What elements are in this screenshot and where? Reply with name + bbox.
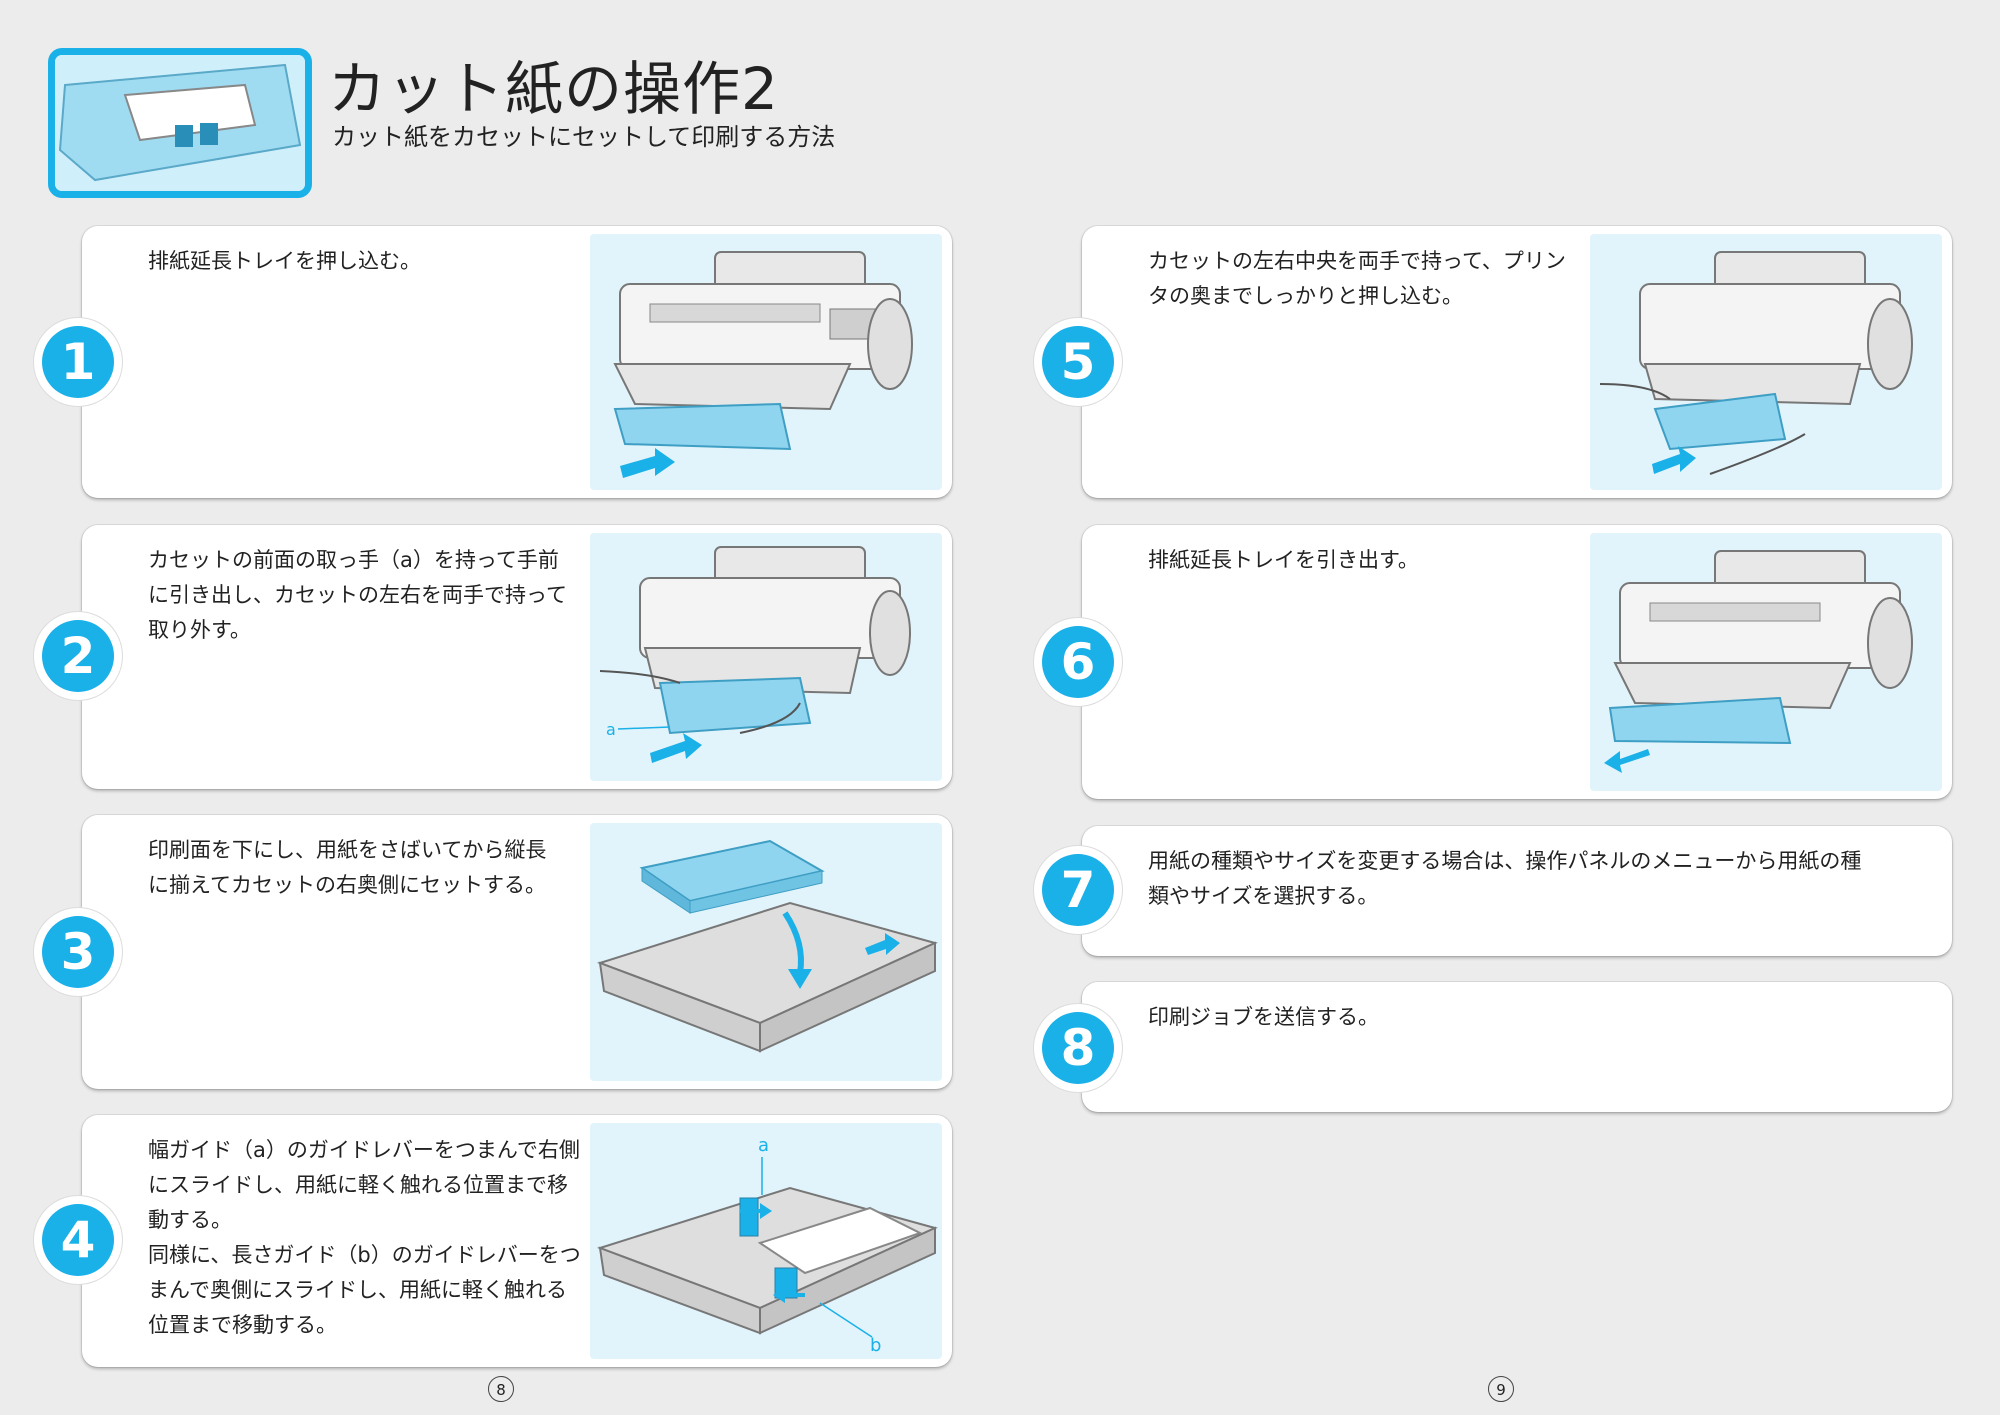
label-a: a: [758, 1135, 769, 1156]
guide-adjust-illustration: a b: [596, 1135, 938, 1356]
step-1-badge: 1: [34, 318, 122, 406]
step-5-badge: 5: [1034, 318, 1122, 406]
cassette-removal-illustration: a: [599, 546, 911, 763]
step-2-illustration: a: [590, 533, 942, 781]
step-7-card: 用紙の種類やサイズを変更する場合は、操作パネルのメニューから用紙の種 類やサイズ…: [1082, 826, 1952, 956]
page-title: カット紙の操作2: [328, 55, 779, 123]
printer-illustration: [613, 251, 913, 478]
header-thumbnail: [48, 48, 312, 198]
step-4-text: 幅ガイド（a）のガイドレバーをつまんで右側 にスライドし、用紙に軽く触れる位置ま…: [148, 1138, 581, 1337]
step-8-text: 印刷ジョブを送信する。: [1148, 1005, 1379, 1029]
step-6-badge: 6: [1034, 618, 1122, 706]
step-6-card: 排紙延長トレイを引き出す。: [1082, 525, 1952, 799]
step-1-card: 排紙延長トレイを押し込む。: [82, 226, 952, 498]
step-2-number: 2: [42, 620, 114, 692]
cassette-thumbnail-illustration: [55, 55, 305, 191]
step-3-number: 3: [42, 916, 114, 988]
paper-loading-illustration: [596, 839, 938, 1053]
step-7-badge: 7: [1034, 846, 1122, 934]
tray-extend-illustration: [1604, 550, 1913, 773]
step-2-badge: 2: [34, 612, 122, 700]
page-number-right: 9: [1488, 1376, 1514, 1402]
step-5-illustration: [1590, 234, 1942, 490]
step-1-text: 排紙延長トレイを押し込む。: [148, 249, 421, 273]
page-number-left: 8: [488, 1376, 514, 1402]
step-8-card: 印刷ジョブを送信する。: [1082, 982, 1952, 1112]
step-6-text: 排紙延長トレイを引き出す。: [1148, 548, 1419, 572]
step-5-text: カセットの左右中央を両手で持って、プリン タの奥までしっかりと押し込む。: [1148, 249, 1566, 308]
label-b: b: [870, 1335, 881, 1356]
step-5-number: 5: [1042, 326, 1114, 398]
step-5-card: カセットの左右中央を両手で持って、プリン タの奥までしっかりと押し込む。: [1082, 226, 1952, 498]
step-7-text: 用紙の種類やサイズを変更する場合は、操作パネルのメニューから用紙の種 類やサイズ…: [1148, 849, 1862, 908]
step-3-card: 印刷面を下にし、用紙をさばいてから縦長 に揃えてカセットの右奥側にセットする。: [82, 815, 952, 1089]
step-7-number: 7: [1042, 854, 1114, 926]
step-3-illustration: [590, 823, 942, 1081]
step-4-card: 幅ガイド（a）のガイドレバーをつまんで右側 にスライドし、用紙に軽く触れる位置ま…: [82, 1115, 952, 1367]
step-3-text: 印刷面を下にし、用紙をさばいてから縦長 に揃えてカセットの右奥側にセットする。: [148, 838, 547, 897]
cassette-insert-illustration: [1599, 251, 1913, 475]
step-4-badge: 4: [34, 1196, 122, 1284]
step-1-number: 1: [42, 326, 114, 398]
step-4-number: 4: [42, 1204, 114, 1276]
step-8-number: 8: [1042, 1012, 1114, 1084]
step-8-badge: 8: [1034, 1004, 1122, 1092]
step-6-illustration: [1590, 533, 1942, 791]
step-6-number: 6: [1042, 626, 1114, 698]
step-4-illustration: a b: [590, 1123, 942, 1359]
label-a: a: [606, 720, 616, 739]
step-2-text: カセットの前面の取っ手（a）を持って手前 に引き出し、カセットの左右を両手で持っ…: [148, 548, 567, 642]
step-3-badge: 3: [34, 908, 122, 996]
page-subtitle: カット紙をカセットにセットして印刷する方法: [332, 123, 836, 151]
step-1-illustration: [590, 234, 942, 490]
step-2-card: カセットの前面の取っ手（a）を持って手前 に引き出し、カセットの左右を両手で持っ…: [82, 525, 952, 789]
